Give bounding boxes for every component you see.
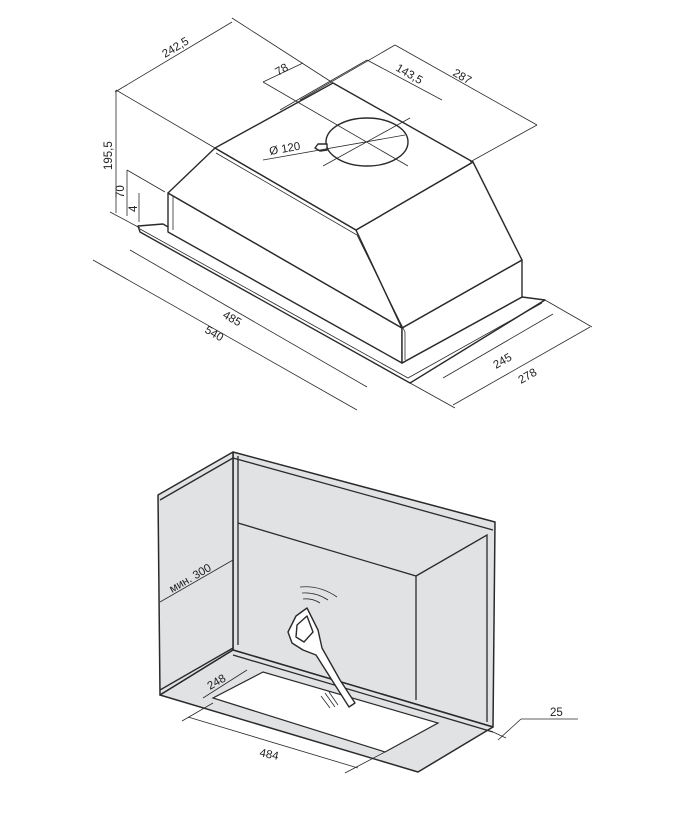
dim-flange-thickness: 4	[128, 205, 140, 212]
cabinet-bottom-front-edge	[232, 654, 494, 733]
dim-total-width: 540	[203, 324, 226, 344]
dim-outlet-offset-depth: 78	[274, 62, 291, 79]
cabinet-dimension-lines	[159, 559, 578, 774]
dim-outlet-offset-width: 143,5	[394, 62, 425, 87]
dim-body-width: 485	[221, 309, 244, 329]
dim-total-depth: 278	[517, 367, 540, 387]
dim-offset: 25	[550, 707, 563, 719]
dim-outlet-diameter: Ø 120	[268, 141, 301, 158]
hood-drawing: 242,5 287 143,5 78 Ø 120 195,5 70 4 485 …	[92, 17, 593, 411]
hood-edge-detail	[215, 152, 406, 333]
hood-flange-edge	[139, 228, 543, 379]
dim-body-depth: 245	[492, 352, 515, 372]
saw-icon	[287, 586, 356, 709]
dimension-lines	[92, 17, 593, 411]
cabinet-bottom-left-edge	[159, 647, 234, 691]
cabinet-top-edge	[232, 457, 494, 531]
dim-depth-top: 242,5	[160, 35, 191, 60]
dim-cutout-width: 484	[258, 747, 280, 763]
dim-flange-height: 70	[115, 185, 127, 198]
cabinet-drawing: мин. 300 248 484 25	[157, 451, 578, 774]
dim-width-top: 287	[451, 67, 474, 87]
cabinet-inner-right	[415, 533, 488, 722]
cabinet-left-top-edge	[159, 457, 234, 501]
outlet-centerline-2	[262, 81, 409, 167]
outlet-diameter-leader	[262, 134, 406, 161]
dim-total-height: 195,5	[103, 141, 115, 170]
